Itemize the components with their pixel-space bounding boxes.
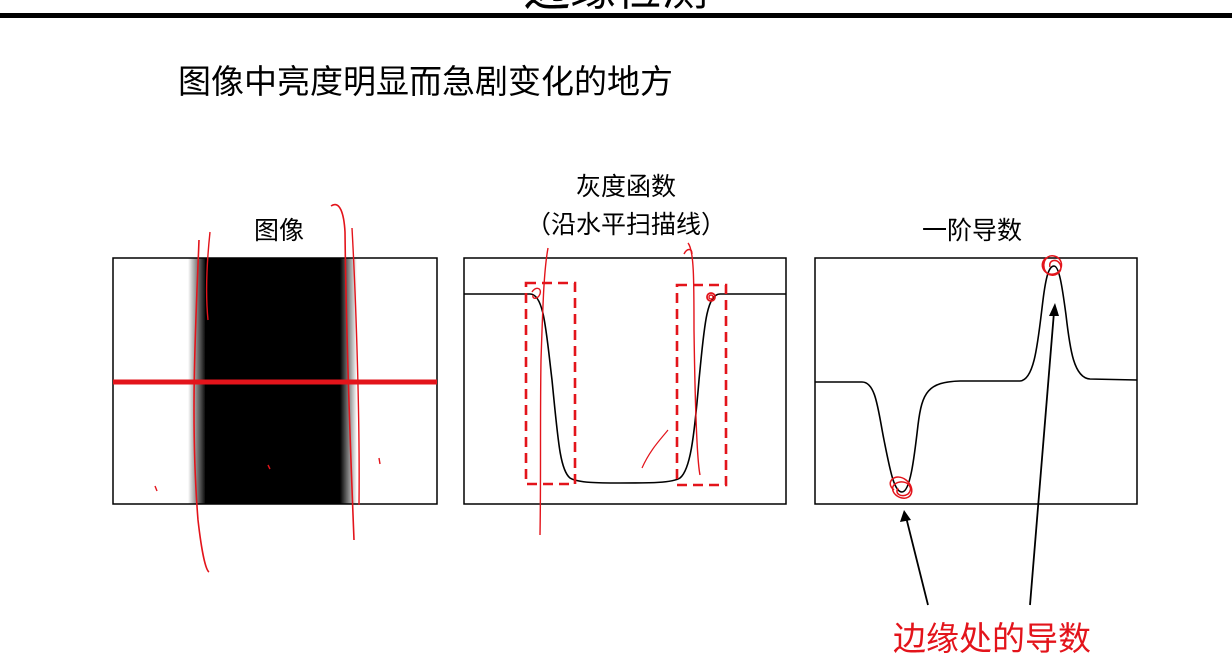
handwritten-dot [378, 457, 381, 465]
slide-title-region: 边缘检测 [0, 0, 1232, 13]
arrow-head [900, 510, 911, 522]
derivative-panel-label: 一阶导数 [921, 216, 1022, 245]
handwritten-dot [154, 485, 158, 492]
minimum-scribble-mark [889, 476, 913, 499]
slide-title: 边缘检测 [0, 0, 1232, 12]
handwritten-circle-mark [706, 292, 716, 302]
intensity-panel-label: 灰度函数 [575, 172, 676, 201]
handwritten-edge-stroke-right [330, 203, 355, 541]
headline: 图像中亮度明显而急剧变化的地方 [178, 62, 673, 101]
maximum-scribble-mark [1041, 255, 1063, 276]
handwritten-circle-mark [708, 294, 714, 300]
handwritten-edge-stroke-left [193, 239, 210, 573]
image-panel [112, 203, 438, 573]
handwritten-tick [683, 248, 693, 255]
intensity-panel-sublabel: （沿水平扫描线） [525, 210, 726, 239]
intensity-panel [463, 242, 787, 536]
arrow-to-minimum [905, 516, 929, 606]
handwritten-edge-tick-right [351, 227, 360, 506]
handwritten-edge-tick-left [205, 231, 211, 321]
handwritten-scribble [531, 287, 542, 299]
arrow-to-maximum [1029, 311, 1055, 606]
arrow-head [1049, 303, 1059, 316]
handwritten-stroke [641, 429, 669, 469]
edge-derivative-callout: 边缘处的导数 [893, 619, 1091, 658]
image-panel-label: 图像 [253, 216, 304, 245]
intensity-curve [464, 293, 786, 484]
edge-box-right [675, 283, 728, 487]
title-divider [0, 13, 1232, 18]
derivative-curve [815, 265, 1138, 493]
handwritten-edge-stroke [539, 247, 549, 536]
derivative-panel [814, 255, 1138, 606]
intensity-panel-frame [463, 257, 787, 505]
edge-box-left [524, 281, 577, 486]
handwritten-dot [267, 464, 271, 470]
handwritten-edge-stroke [687, 242, 701, 476]
